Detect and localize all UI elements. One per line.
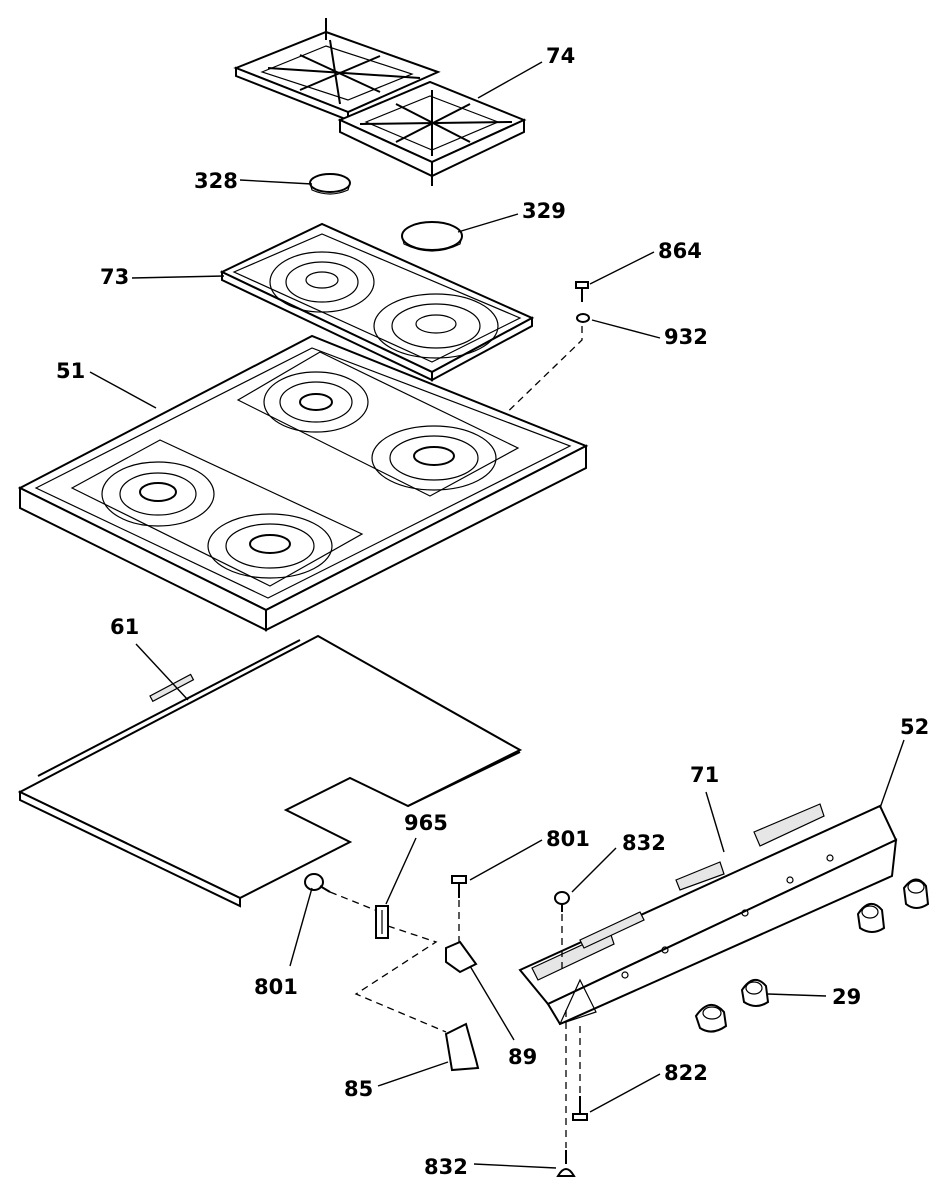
cover-85 — [444, 1022, 480, 1072]
label-822: 822 — [664, 1061, 708, 1085]
label-85: 85 — [344, 1077, 373, 1101]
screw-801-right — [451, 875, 467, 898]
label-52: 52 — [900, 715, 929, 739]
label-832-bottom: 832 — [424, 1155, 468, 1179]
label-932: 932 — [664, 325, 708, 349]
grate-right — [337, 80, 527, 186]
control-knob — [856, 903, 886, 933]
grate-left — [233, 18, 441, 126]
label-832-top: 832 — [622, 831, 666, 855]
leader-lines — [89, 61, 905, 1169]
label-801-right: 801 — [546, 827, 590, 851]
bottom-panel — [17, 634, 523, 908]
control-knob — [740, 979, 770, 1007]
bracket-89 — [445, 940, 478, 974]
main-cooktop — [17, 334, 589, 632]
label-61: 61 — [110, 615, 139, 639]
burner-box-rear — [219, 222, 535, 382]
label-51: 51 — [56, 359, 85, 383]
screw-832-bottom — [556, 1150, 576, 1177]
label-74: 74 — [546, 44, 575, 68]
screw-822 — [572, 1096, 588, 1121]
label-864: 864 — [658, 239, 702, 263]
label-801-left: 801 — [254, 975, 298, 999]
control-knob — [902, 878, 930, 909]
spacer-965 — [375, 905, 389, 939]
screw-864 — [575, 281, 589, 302]
label-965: 965 — [404, 811, 448, 835]
label-73: 73 — [100, 265, 129, 289]
bracket-71 — [531, 803, 825, 981]
screw-801-left — [304, 873, 331, 893]
label-329: 329 — [522, 199, 566, 223]
label-29: 29 — [832, 985, 861, 1009]
washer-932 — [576, 313, 590, 323]
burner-cap-large — [401, 221, 463, 252]
burner-cap-small — [309, 173, 351, 195]
control-knob — [694, 1004, 728, 1033]
screw-832-top — [554, 891, 570, 912]
bracket-outline-alignment — [354, 925, 447, 1033]
label-71: 71 — [690, 763, 719, 787]
screw-801-left-alignment — [329, 891, 381, 913]
label-328: 328 — [194, 169, 238, 193]
manifold-panel — [518, 804, 898, 1026]
label-89: 89 — [508, 1045, 537, 1069]
